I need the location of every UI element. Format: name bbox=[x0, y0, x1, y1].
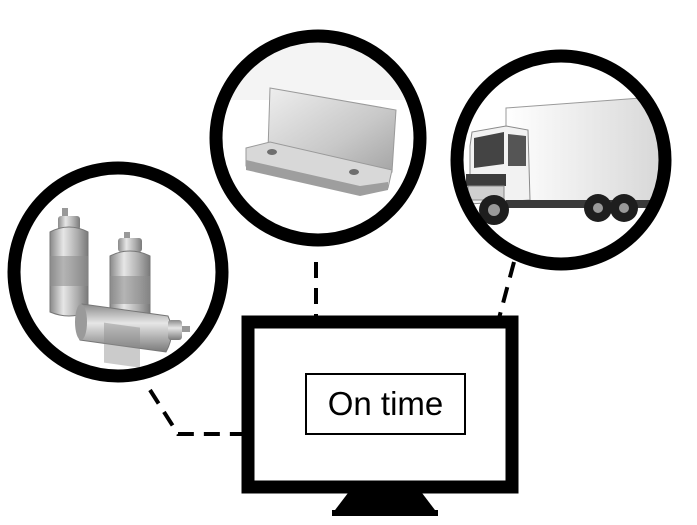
connector-lines bbox=[148, 261, 516, 436]
monitor-stand bbox=[332, 493, 438, 514]
node-top bbox=[209, 29, 427, 247]
connector-left bbox=[148, 388, 248, 436]
box-truck-icon bbox=[466, 95, 665, 225]
node-left bbox=[7, 161, 229, 383]
monitor-status-box: On time bbox=[305, 373, 466, 435]
connector-right bbox=[496, 261, 516, 323]
spray-cans-icon bbox=[49, 208, 190, 368]
node-right bbox=[450, 49, 672, 271]
monitor-status-text: On time bbox=[327, 385, 444, 422]
monitor-base bbox=[332, 510, 438, 516]
